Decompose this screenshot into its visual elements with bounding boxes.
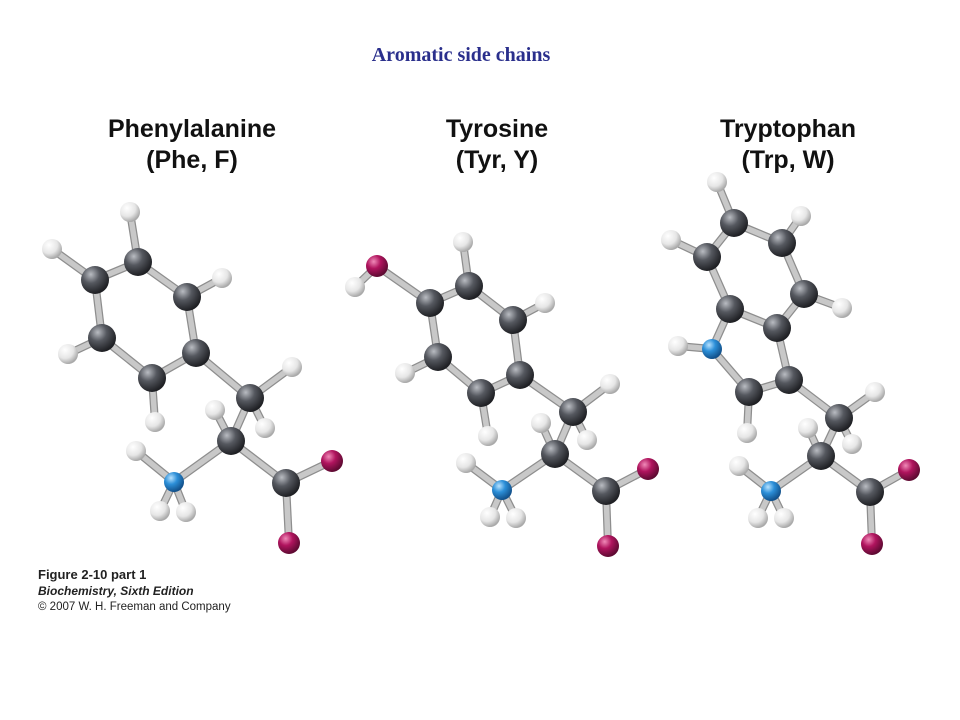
carbon-atom bbox=[88, 324, 116, 352]
nitrogen-atom bbox=[492, 480, 512, 500]
carbon-atom bbox=[592, 477, 620, 505]
carbon-atom bbox=[763, 314, 791, 342]
atoms-phenylalanine bbox=[42, 202, 343, 554]
carbon-atom bbox=[499, 306, 527, 334]
molecule-name: Tryptophan bbox=[719, 115, 857, 143]
oxygen-atom bbox=[861, 533, 883, 555]
carbon-atom bbox=[735, 378, 763, 406]
hydrogen-atom bbox=[395, 363, 415, 383]
hydrogen-atom bbox=[255, 418, 275, 438]
caption-book: Biochemistry, Sixth Edition bbox=[38, 584, 194, 598]
carbon-atom bbox=[541, 440, 569, 468]
carbon-atom bbox=[807, 442, 835, 470]
hydrogen-atom bbox=[535, 293, 555, 313]
nitrogen-atom bbox=[761, 481, 781, 501]
hydrogen-atom bbox=[842, 434, 862, 454]
carbon-atom bbox=[720, 209, 748, 237]
hydrogen-atom bbox=[531, 413, 551, 433]
carbon-atom bbox=[173, 283, 201, 311]
hydrogen-atom bbox=[661, 230, 681, 250]
carbon-atom bbox=[138, 364, 166, 392]
molecule-abbrev: (Tyr, Y) bbox=[455, 146, 539, 174]
hydrogen-atom bbox=[865, 382, 885, 402]
oxygen-atom bbox=[597, 535, 619, 557]
nitrogen-atom bbox=[702, 339, 722, 359]
molecule-name: Tyrosine bbox=[445, 115, 549, 143]
atoms-tryptophan bbox=[661, 172, 920, 555]
hydrogen-atom bbox=[668, 336, 688, 356]
atoms-layer bbox=[42, 172, 920, 557]
carbon-atom bbox=[467, 379, 495, 407]
hydrogen-atom bbox=[480, 507, 500, 527]
hydrogen-atom bbox=[707, 172, 727, 192]
carbon-atom bbox=[559, 398, 587, 426]
carbon-atom bbox=[693, 243, 721, 271]
hydrogen-atom bbox=[212, 268, 232, 288]
atoms-tyrosine bbox=[345, 232, 659, 557]
oxygen-atom bbox=[898, 459, 920, 481]
hydrogen-atom bbox=[345, 277, 365, 297]
hydrogen-atom bbox=[798, 418, 818, 438]
figure-caption: Figure 2-10 part 1 Biochemistry, Sixth E… bbox=[38, 567, 231, 615]
molecule-abbrev: (Phe, F) bbox=[146, 146, 238, 174]
carbon-atom bbox=[716, 295, 744, 323]
oxygen-atom bbox=[321, 450, 343, 472]
hydrogen-atom bbox=[577, 430, 597, 450]
hydrogen-atom bbox=[737, 423, 757, 443]
carbon-atom bbox=[217, 427, 245, 455]
hydrogen-atom bbox=[145, 412, 165, 432]
carbon-atom bbox=[455, 272, 483, 300]
carbon-atom bbox=[775, 366, 803, 394]
hydrogen-atom bbox=[205, 400, 225, 420]
hydrogen-atom bbox=[120, 202, 140, 222]
carbon-atom bbox=[506, 361, 534, 389]
carbon-atom bbox=[272, 469, 300, 497]
hydrogen-atom bbox=[58, 344, 78, 364]
carbon-atom bbox=[182, 339, 210, 367]
hydrogen-atom bbox=[456, 453, 476, 473]
hydrogen-atom bbox=[748, 508, 768, 528]
slide-title: Aromatic side chains bbox=[371, 44, 551, 66]
carbon-atom bbox=[825, 404, 853, 432]
carbon-atom bbox=[790, 280, 818, 308]
molecule-label-tyrosine: Tyrosine (Tyr, Y) bbox=[372, 114, 622, 176]
hydrogen-atom bbox=[453, 232, 473, 252]
hydrogen-atom bbox=[832, 298, 852, 318]
carbon-atom bbox=[768, 229, 796, 257]
oxygen-atom bbox=[366, 255, 388, 277]
carbon-atom bbox=[416, 289, 444, 317]
nitrogen-atom bbox=[164, 472, 184, 492]
oxygen-atom bbox=[278, 532, 300, 554]
hydrogen-atom bbox=[506, 508, 526, 528]
molecule-name: Phenylalanine bbox=[107, 115, 277, 143]
hydrogen-atom bbox=[282, 357, 302, 377]
hydrogen-atom bbox=[791, 206, 811, 226]
hydrogen-atom bbox=[478, 426, 498, 446]
carbon-atom bbox=[856, 478, 884, 506]
hydrogen-atom bbox=[729, 456, 749, 476]
molecule-label-phenylalanine: Phenylalanine (Phe, F) bbox=[67, 114, 317, 176]
molecule-abbrev: (Trp, W) bbox=[741, 146, 835, 174]
hydrogen-atom bbox=[150, 501, 170, 521]
carbon-atom bbox=[124, 248, 152, 276]
molecule-label-tryptophan: Tryptophan (Trp, W) bbox=[663, 114, 913, 176]
hydrogen-atom bbox=[126, 441, 146, 461]
caption-figure: Figure 2-10 part 1 bbox=[38, 567, 147, 582]
oxygen-atom bbox=[637, 458, 659, 480]
hydrogen-atom bbox=[600, 374, 620, 394]
carbon-atom bbox=[424, 343, 452, 371]
carbon-atom bbox=[81, 266, 109, 294]
hydrogen-atom bbox=[42, 239, 62, 259]
hydrogen-atom bbox=[774, 508, 794, 528]
caption-copyright: © 2007 W. H. Freeman and Company bbox=[38, 601, 231, 613]
carbon-atom bbox=[236, 384, 264, 412]
hydrogen-atom bbox=[176, 502, 196, 522]
